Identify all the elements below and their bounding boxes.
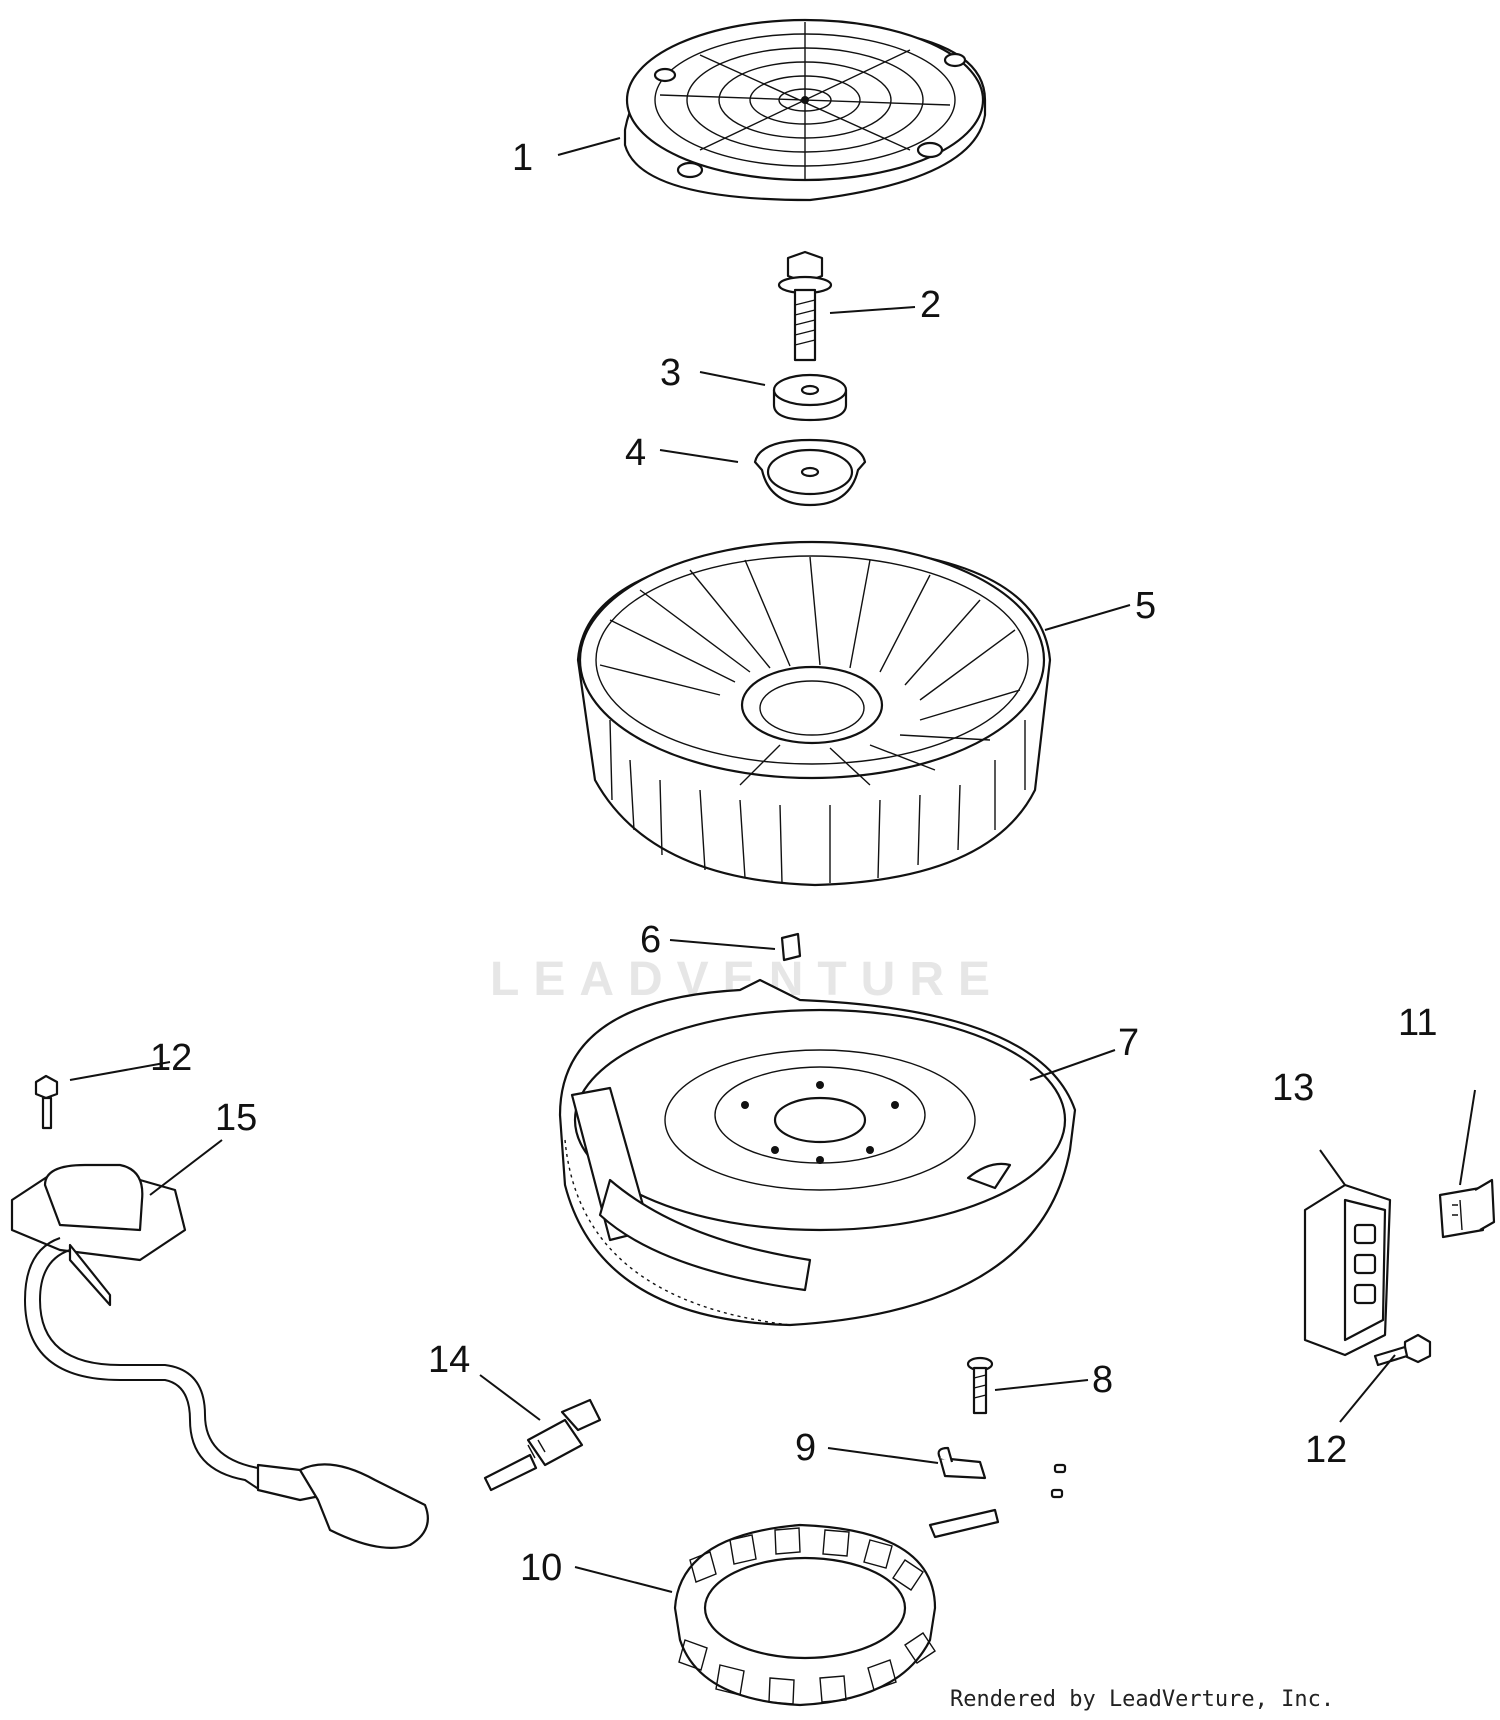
callout-8: 8 (1092, 1359, 1113, 1401)
callout-14: 14 (428, 1339, 470, 1381)
leader-lines (69, 137, 1476, 1593)
part-9-clip (937, 1446, 1067, 1499)
part-12-bolt-left (34, 1074, 59, 1130)
callout-10: 10 (520, 1547, 562, 1589)
part-3-washer (772, 373, 848, 422)
part-2-bolt (777, 250, 833, 362)
part-5-fan (576, 540, 1052, 887)
part-10-stator (673, 1508, 1000, 1707)
callout-labels: 1 2 3 4 5 6 7 8 9 10 11 12 13 14 15 12 (150, 137, 1437, 1589)
callout-12-right: 12 (1305, 1429, 1347, 1471)
callout-12-left: 12 (150, 1037, 192, 1079)
part-12-bolt-right (1373, 1333, 1432, 1367)
part-7-flywheel (558, 978, 1077, 1327)
part-13-regulator (1303, 1183, 1392, 1357)
callout-5: 5 (1135, 585, 1156, 627)
callout-6: 6 (640, 919, 661, 961)
part-15-ignition-coil (10, 1163, 429, 1549)
render-credit: Rendered by LeadVerture, Inc. (950, 1687, 1334, 1712)
part-4-spring-washer (753, 438, 867, 507)
part-8-screw (966, 1356, 994, 1415)
callout-1: 1 (512, 137, 533, 179)
callout-9: 9 (795, 1427, 816, 1469)
callout-13: 13 (1272, 1067, 1314, 1109)
callout-7: 7 (1118, 1022, 1139, 1064)
callout-11: 11 (1398, 1002, 1437, 1044)
part-1-grille-cover (623, 18, 987, 202)
callout-3: 3 (660, 352, 681, 394)
callout-2: 2 (920, 284, 941, 326)
part-11-connector (1438, 1178, 1496, 1239)
callout-4: 4 (625, 432, 646, 474)
part-14-spark-plug (483, 1398, 602, 1492)
part-6-key (780, 932, 802, 962)
callout-15: 15 (215, 1097, 257, 1139)
